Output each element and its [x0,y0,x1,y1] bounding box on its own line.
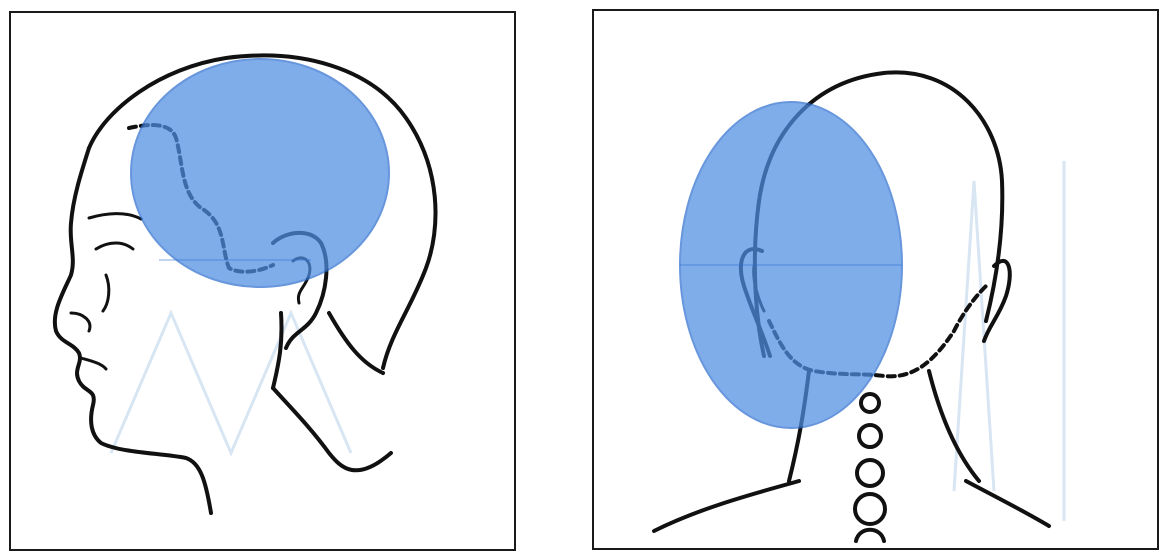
lips [81,358,106,369]
cheek-line [103,275,109,311]
nostril [71,313,90,331]
head-profile-drawing [11,13,514,549]
eyebrow [89,214,141,219]
vertebra-4 [855,494,885,524]
highlight-region-temporal [131,59,389,287]
panel-profile-view [9,11,516,551]
panel-back-view [592,9,1159,550]
vertebra-3 [857,460,883,486]
vertebra-1 [861,394,879,412]
vertebra-2 [859,425,881,447]
shoulder-left [654,481,799,531]
head-back-drawing [594,11,1157,548]
neck-front [273,388,391,470]
vertebra-5 [856,530,884,541]
neck-back [329,313,383,373]
neck-right [929,371,979,481]
shoulder-right [966,481,1049,526]
eye [96,243,133,249]
